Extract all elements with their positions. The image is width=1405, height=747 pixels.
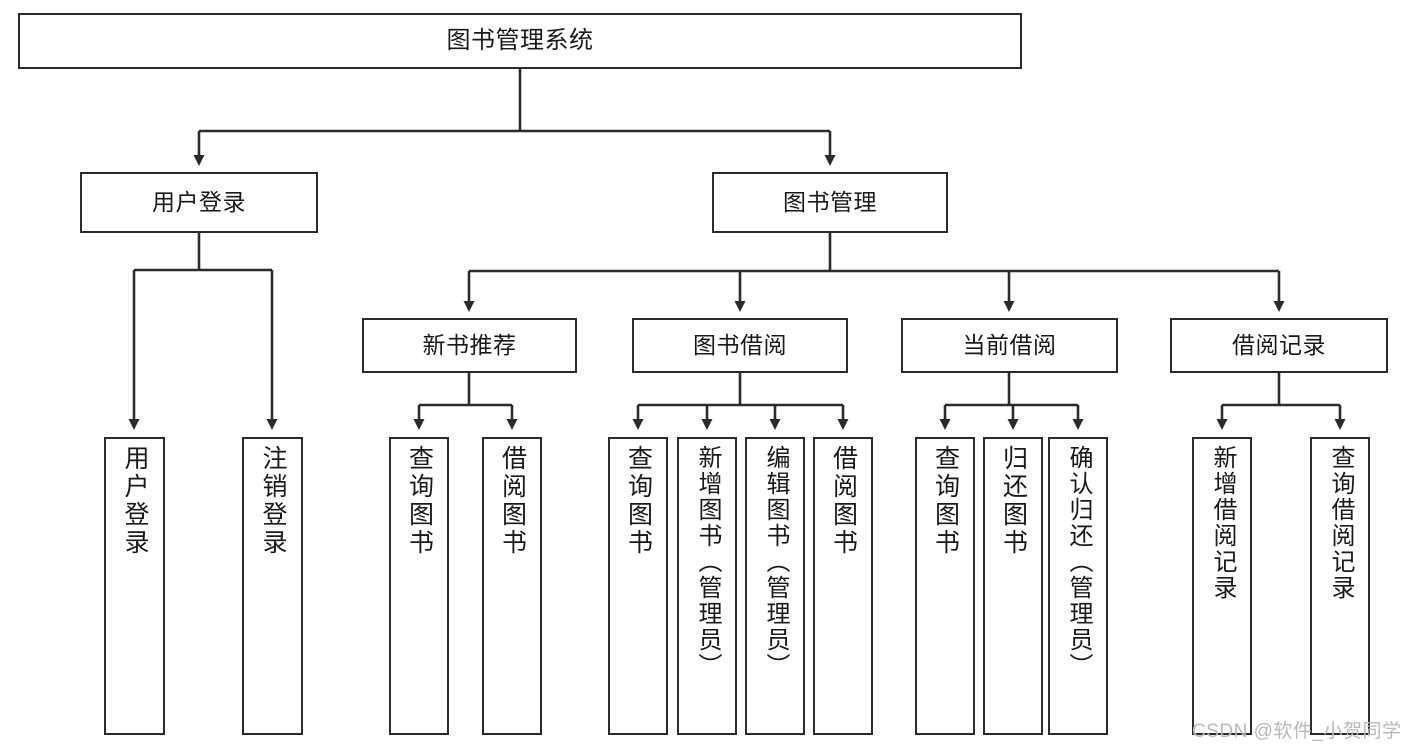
node-root-label: 图书管理系统 [446, 27, 594, 55]
leaf-confirm-return-label: 确认归还（管理员） [1065, 445, 1092, 679]
leaf-confirm-return[interactable]: 确认归还（管理员） [1048, 437, 1108, 735]
leaf-edit-book-label: 编辑图书（管理员） [762, 445, 789, 679]
leaf-query-book-3-label: 查询图书 [931, 445, 960, 557]
leaf-edit-book[interactable]: 编辑图书（管理员） [745, 437, 805, 735]
node-new-book-recommend[interactable]: 新书推荐 [362, 318, 577, 373]
leaf-add-book-label: 新增图书（管理员） [694, 445, 721, 679]
node-book-borrow[interactable]: 图书借阅 [632, 318, 848, 373]
leaf-add-record[interactable]: 新增借阅记录 [1192, 437, 1252, 735]
node-book-manage[interactable]: 图书管理 [712, 172, 948, 233]
leaf-query-record[interactable]: 查询借阅记录 [1310, 437, 1370, 735]
leaf-user-login[interactable]: 用户登录 [104, 437, 165, 735]
leaf-logout-login-label: 注销登录 [259, 445, 287, 557]
leaf-add-record-label: 新增借阅记录 [1209, 445, 1236, 601]
leaf-return-book[interactable]: 归还图书 [983, 437, 1043, 735]
leaf-query-book-2-label: 查询图书 [624, 445, 653, 557]
node-user-login[interactable]: 用户登录 [80, 172, 318, 233]
node-user-login-label: 用户登录 [152, 189, 246, 216]
node-book-manage-label: 图书管理 [783, 189, 877, 216]
leaf-return-book-label: 归还图书 [999, 445, 1028, 557]
leaf-add-book[interactable]: 新增图书（管理员） [677, 437, 737, 735]
node-root[interactable]: 图书管理系统 [18, 13, 1022, 69]
node-current-borrow-label: 当前借阅 [962, 332, 1057, 359]
node-book-borrow-label: 图书借阅 [693, 332, 787, 359]
node-new-book-recommend-label: 新书推荐 [422, 332, 517, 359]
leaf-query-record-label: 查询借阅记录 [1327, 445, 1354, 601]
leaf-logout-login[interactable]: 注销登录 [242, 437, 303, 735]
leaf-query-book-1-label: 查询图书 [405, 445, 434, 557]
leaf-query-book-1[interactable]: 查询图书 [389, 437, 449, 735]
leaf-query-book-2[interactable]: 查询图书 [608, 437, 668, 735]
leaf-borrow-book-2-label: 借阅图书 [829, 445, 858, 557]
node-borrow-record[interactable]: 借阅记录 [1170, 318, 1388, 373]
node-borrow-record-label: 借阅记录 [1232, 332, 1326, 359]
watermark-text: CSDN @软件_小贺同学 [1192, 721, 1402, 742]
leaf-query-book-3[interactable]: 查询图书 [915, 437, 975, 735]
leaf-borrow-book-2[interactable]: 借阅图书 [813, 437, 873, 735]
leaf-borrow-book-1-label: 借阅图书 [498, 445, 527, 557]
leaf-borrow-book-1[interactable]: 借阅图书 [482, 437, 542, 735]
leaf-user-login-label: 用户登录 [121, 445, 149, 557]
node-current-borrow[interactable]: 当前借阅 [901, 318, 1118, 373]
